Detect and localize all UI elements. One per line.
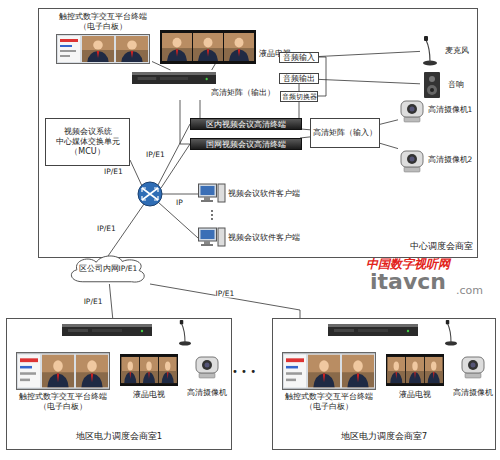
hd-matrix: 高清矩阵（输出） xyxy=(130,70,276,100)
terminal-device: 区内视频会议高清终端 xyxy=(190,118,302,130)
hd-camera: 高清摄像机2 xyxy=(398,146,476,174)
node-label: 音频输入 xyxy=(283,53,315,63)
node-label: 音频输出 xyxy=(283,74,315,84)
connector-line xyxy=(180,100,190,144)
connector-line xyxy=(380,143,398,148)
node-label: 触控式数字交互平台终端 （电子白板） xyxy=(14,392,112,412)
room-frame: 中心调度会商室 触控式数字交互平台终端 （电子白板） 液晶电视高清矩阵（输出） 视频会… xyxy=(38,8,478,258)
pc-icon xyxy=(199,184,226,246)
connector-line xyxy=(319,51,420,56)
link-label: IP xyxy=(176,198,183,207)
node-label: 中心调度会商室 xyxy=(377,241,473,251)
node-label: 高清摄像机1 xyxy=(426,105,474,115)
network-cloud: 区公司内网IP/E1 xyxy=(66,254,150,284)
link-label: IP/E1 xyxy=(216,289,235,298)
node-label: 区内视频会议高清终端 xyxy=(206,120,286,129)
node-label: 音响 xyxy=(444,80,468,90)
connector-line xyxy=(150,284,300,318)
lcd-tv: 液晶电视 xyxy=(158,30,292,64)
link-label: IP/E1 xyxy=(84,297,103,306)
node-label: 视频会议软件客户端 xyxy=(228,189,304,199)
lcd-tv: 液晶电视 xyxy=(384,352,446,402)
node-label: 高清矩阵（输出） xyxy=(210,88,276,98)
hd-camera: 高清摄像机1 xyxy=(398,96,476,124)
node-label: 视频会议系统 中心媒体交换单元 （MCU） xyxy=(46,127,129,157)
watermark-text: .com xyxy=(456,284,483,297)
connector-line xyxy=(299,84,300,91)
cloud-shape xyxy=(71,256,144,282)
node-label: 麦克风 xyxy=(442,46,472,56)
lcd-tv: 液晶电视 xyxy=(118,352,180,402)
connector-line xyxy=(152,62,170,71)
whiteboard: 触控式数字交互平台终端 （电子白板） xyxy=(14,350,112,416)
whiteboard: 触控式数字交互平台终端 （电子白板） xyxy=(54,12,152,66)
connector-line xyxy=(380,120,398,125)
link-label: IP/E1 xyxy=(146,150,165,159)
link-label: IP/E1 xyxy=(97,224,116,233)
node-label: 高清摄像机 xyxy=(184,388,230,398)
audio-input-box: 音频输入 xyxy=(279,52,319,63)
hd-camera: 高清摄像机 xyxy=(450,350,496,402)
camera-icon xyxy=(401,101,423,172)
connector-line xyxy=(200,100,201,118)
watermark-text: 中国数字视听网 xyxy=(366,257,450,271)
ellipsis-dots xyxy=(211,210,213,220)
room-frame: 地区电力调度会商室1 触控式数字交互平台终端 （电子白板） 液晶电视高清摄像机 xyxy=(6,318,232,450)
ellipsis-label: • • • xyxy=(232,366,256,378)
hd-matrix-box: 高清矩阵（输入） xyxy=(310,118,380,148)
node-label: 音频切换器 xyxy=(282,92,317,102)
software-client: 视频会议软件客户端 xyxy=(196,182,304,206)
connector-line xyxy=(299,102,300,118)
node-label: 触控式数字交互平台终端 （电子白板） xyxy=(54,12,152,32)
node-label: 高清矩阵（输入） xyxy=(313,128,377,138)
terminal-device: 国网视频会议高清终端 xyxy=(190,138,302,150)
mcu-box: 视频会议系统 中心媒体交换单元 （MCU） xyxy=(45,118,130,166)
whiteboard-icon xyxy=(57,35,150,64)
whiteboard: 触控式数字交互平台终端 （电子白板） xyxy=(280,350,378,416)
microphone: 麦克风 xyxy=(420,34,476,66)
node-label: 区公司内网IP/E1 xyxy=(79,264,138,274)
node-label: 液晶电视 xyxy=(384,390,446,400)
node-label: 高清摄像机 xyxy=(450,388,496,398)
connector-line xyxy=(318,57,326,96)
matrix-device xyxy=(132,72,216,84)
room-devices xyxy=(17,320,485,389)
node-label: 高清摄像机2 xyxy=(426,155,474,165)
audio-output-box: 音频输出 xyxy=(279,73,319,84)
router-symbol xyxy=(138,182,162,206)
node-label: 国网视频会议高清终端 xyxy=(206,140,286,149)
node-label: 地区电力调度会商室7 xyxy=(273,431,495,441)
link-label: IP/E1 xyxy=(104,167,123,176)
node-label: 触控式数字交互平台终端 （电子白板） xyxy=(280,392,378,412)
room-frame: 地区电力调度会商室7 触控式数字交互平台终端 （电子白板） 液晶电视高清摄像机 xyxy=(272,318,496,450)
connector-line xyxy=(319,79,420,83)
node-label: 液晶电视 xyxy=(118,390,180,400)
hd-camera: 高清摄像机 xyxy=(184,350,230,402)
speaker: 音响 xyxy=(420,70,476,100)
audio-switch-box: 音频切换器 xyxy=(280,91,318,102)
software-client: 视频会议软件客户端 xyxy=(196,226,304,250)
node-label: 视频会议软件客户端 xyxy=(228,233,304,243)
connector-line xyxy=(302,129,310,131)
node-label: 地区电力调度会商室1 xyxy=(7,431,231,441)
connector-line xyxy=(109,284,112,318)
connector-line xyxy=(212,64,216,70)
microphone-icon xyxy=(423,36,437,66)
watermark-text: itavcn xyxy=(370,270,446,294)
tv-icon xyxy=(160,30,256,64)
speaker-icon xyxy=(424,72,440,98)
